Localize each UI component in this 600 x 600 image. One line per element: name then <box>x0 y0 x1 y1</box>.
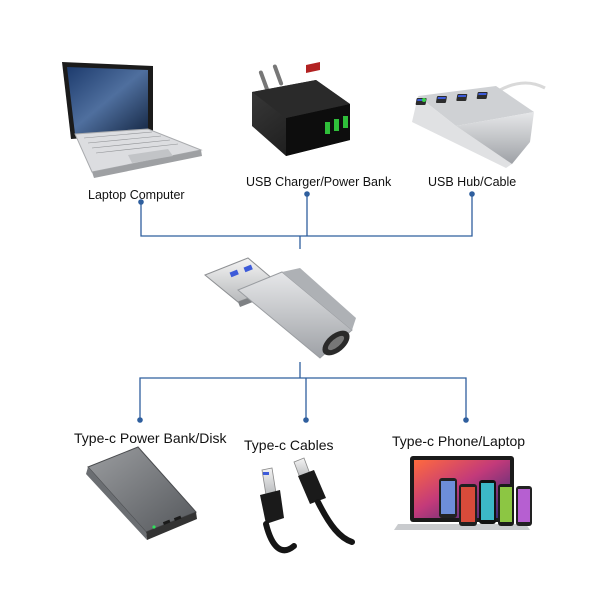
label-type-c-power-bank: Type-c Power Bank/Disk <box>74 430 227 446</box>
label-type-c-cables: Type-c Cables <box>244 437 334 453</box>
bottom-connector-lines <box>139 362 467 420</box>
usb-a-to-type-c-adapter-icon <box>204 257 356 359</box>
label-usb-charger: USB Charger/Power Bank <box>246 175 392 189</box>
top-connector-dots <box>138 191 475 205</box>
type-c-cable-icon <box>260 457 355 554</box>
label-usb-hub: USB Hub/Cable <box>428 175 517 189</box>
label-laptop-computer: Laptop Computer <box>88 188 185 202</box>
phone-laptop-icon <box>394 456 532 530</box>
usb-charger-icon <box>252 61 350 156</box>
bottom-connector-dots <box>137 417 469 423</box>
laptop-icon <box>62 62 203 178</box>
power-bank-icon <box>86 446 197 540</box>
label-type-c-phone-laptop: Type-c Phone/Laptop <box>392 433 526 449</box>
usb-hub-icon <box>412 81 546 168</box>
top-connector-lines <box>140 194 473 249</box>
